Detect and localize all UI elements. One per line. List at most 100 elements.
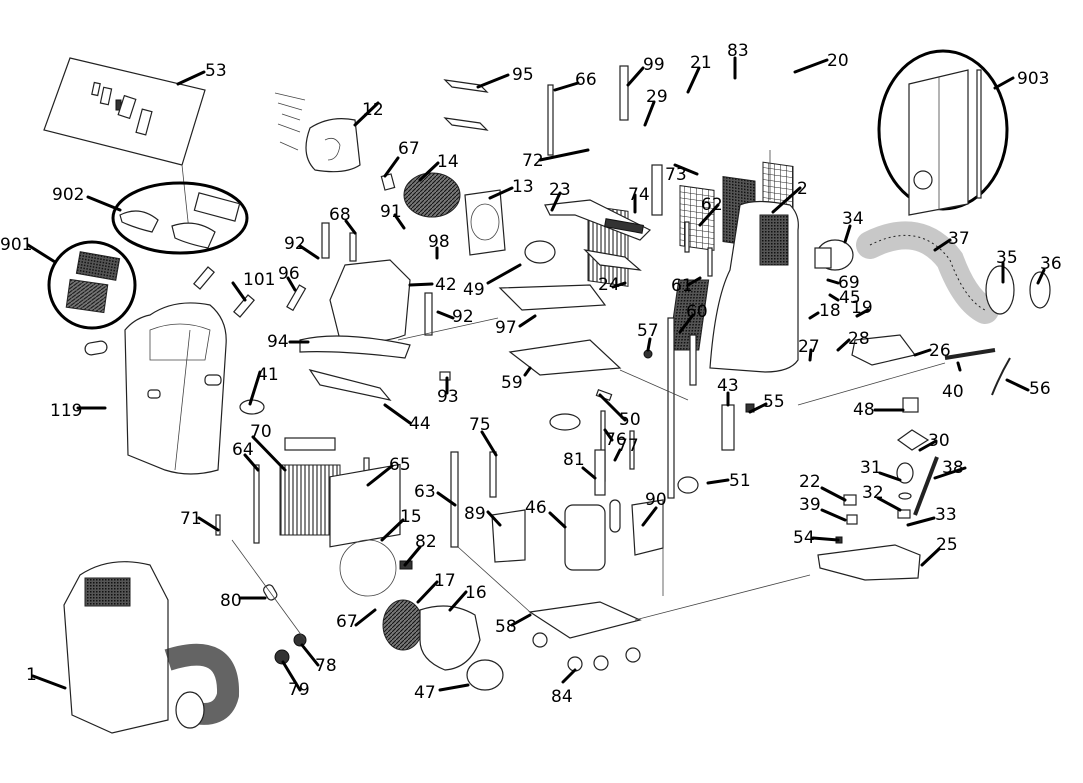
part-number-label: 23 [549,180,571,200]
leader-line [380,518,405,542]
part-number-label: 43 [717,376,739,396]
leader-line [354,608,377,627]
part-number-label: 62 [701,195,723,215]
callout-77: 77 [613,436,639,462]
callout-18: 18 [808,301,841,321]
callout-74: 74 [628,185,650,214]
callout-93: 93 [437,376,459,407]
part-number-label: 21 [690,53,712,73]
callout-76: 76 [603,428,627,450]
part-17-condenser-fan [382,599,424,651]
callout-98: 98 [428,232,450,260]
part-15-shroud [329,463,401,548]
leader-line [344,219,357,235]
callout-17: 17 [416,571,456,604]
part-number-label: 68 [329,205,351,225]
leader-line [793,58,829,74]
callout-61: 61 [671,276,702,296]
leader-line [603,428,614,442]
callout-57: 57 [637,321,659,352]
callout-25: 25 [920,535,958,567]
leader-line [488,186,514,200]
callout-44: 44 [383,403,431,434]
leader-line [808,348,813,362]
callout-45: 45 [828,288,861,308]
part-number-label: 46 [525,498,547,518]
leader-line [686,66,701,94]
part-number-label: 14 [437,152,459,172]
part-number-label: 13 [512,177,534,197]
leader-line [678,313,695,334]
part-number-label: 38 [942,458,964,478]
part-14-blower-wheel [403,172,461,218]
leader-line [486,510,502,527]
leader-line [808,311,820,320]
leader-line [626,66,645,87]
leader-line [176,70,206,86]
leader-line [706,478,730,485]
part-number-label: 101 [243,270,275,290]
callout-94: 94 [267,332,310,352]
callout-33: 33 [906,505,957,527]
leader-line [416,580,439,604]
callout-34: 34 [842,209,864,244]
leader-line [686,276,702,287]
callout-64: 64 [232,440,260,472]
part-number-label: 30 [928,431,950,451]
part-number-label: 29 [646,87,668,107]
leader-line [553,81,580,92]
callout-97: 97 [495,314,537,338]
callout-902: 902 [52,185,122,212]
part-number-label: 78 [315,656,337,676]
part-53-icons [91,81,153,136]
part-number-label: 91 [380,202,402,222]
callout-21: 21 [686,53,712,94]
leader-line [366,464,394,487]
part-number-label: 74 [628,185,650,205]
callout-32: 32 [862,483,902,512]
part-number-label: 98 [428,232,450,252]
part-number-label: 99 [643,55,665,75]
leader-line [918,439,938,452]
callout-23: 23 [549,180,571,212]
part-number-label: 50 [619,410,641,430]
part-number-label: 57 [637,321,659,341]
callout-62: 62 [698,195,723,227]
part-901-ring [47,240,137,330]
part-number-label: 59 [501,373,523,393]
leader-line [748,402,768,414]
part-number-label: 36 [1040,254,1062,274]
leader-line [523,366,532,377]
leader-line [611,281,627,289]
leader-line [300,643,320,667]
callout-73: 73 [665,163,699,185]
part-902-ring [111,181,249,255]
part-number-label: 97 [495,318,517,338]
leader-line [538,148,590,162]
assembly-guide-lines [397,150,946,621]
leader-line [436,491,457,507]
part-number-label: 82 [415,532,437,552]
callout-70: 70 [250,422,287,472]
leader-line [448,590,468,612]
leader-line [1036,268,1046,285]
callout-51: 51 [706,471,751,491]
leader-line [418,161,440,182]
part-front-housing [124,302,227,475]
leader-line [906,516,936,527]
part-number-label: 92 [284,234,306,254]
callout-41: 41 [248,365,279,406]
part-number-label: 53 [205,61,227,81]
leader-line [581,466,597,480]
callout-101: 101 [231,270,275,302]
leader-line [828,293,840,302]
part-number-label: 70 [250,422,272,442]
part-number-label: 84 [551,687,573,707]
callout-99: 99 [626,55,665,87]
part-number-label: 32 [862,483,884,503]
callout-96: 96 [278,264,300,292]
part-number-label: 901 [0,235,32,255]
callout-39: 39 [799,495,847,522]
leader-line [486,263,522,285]
